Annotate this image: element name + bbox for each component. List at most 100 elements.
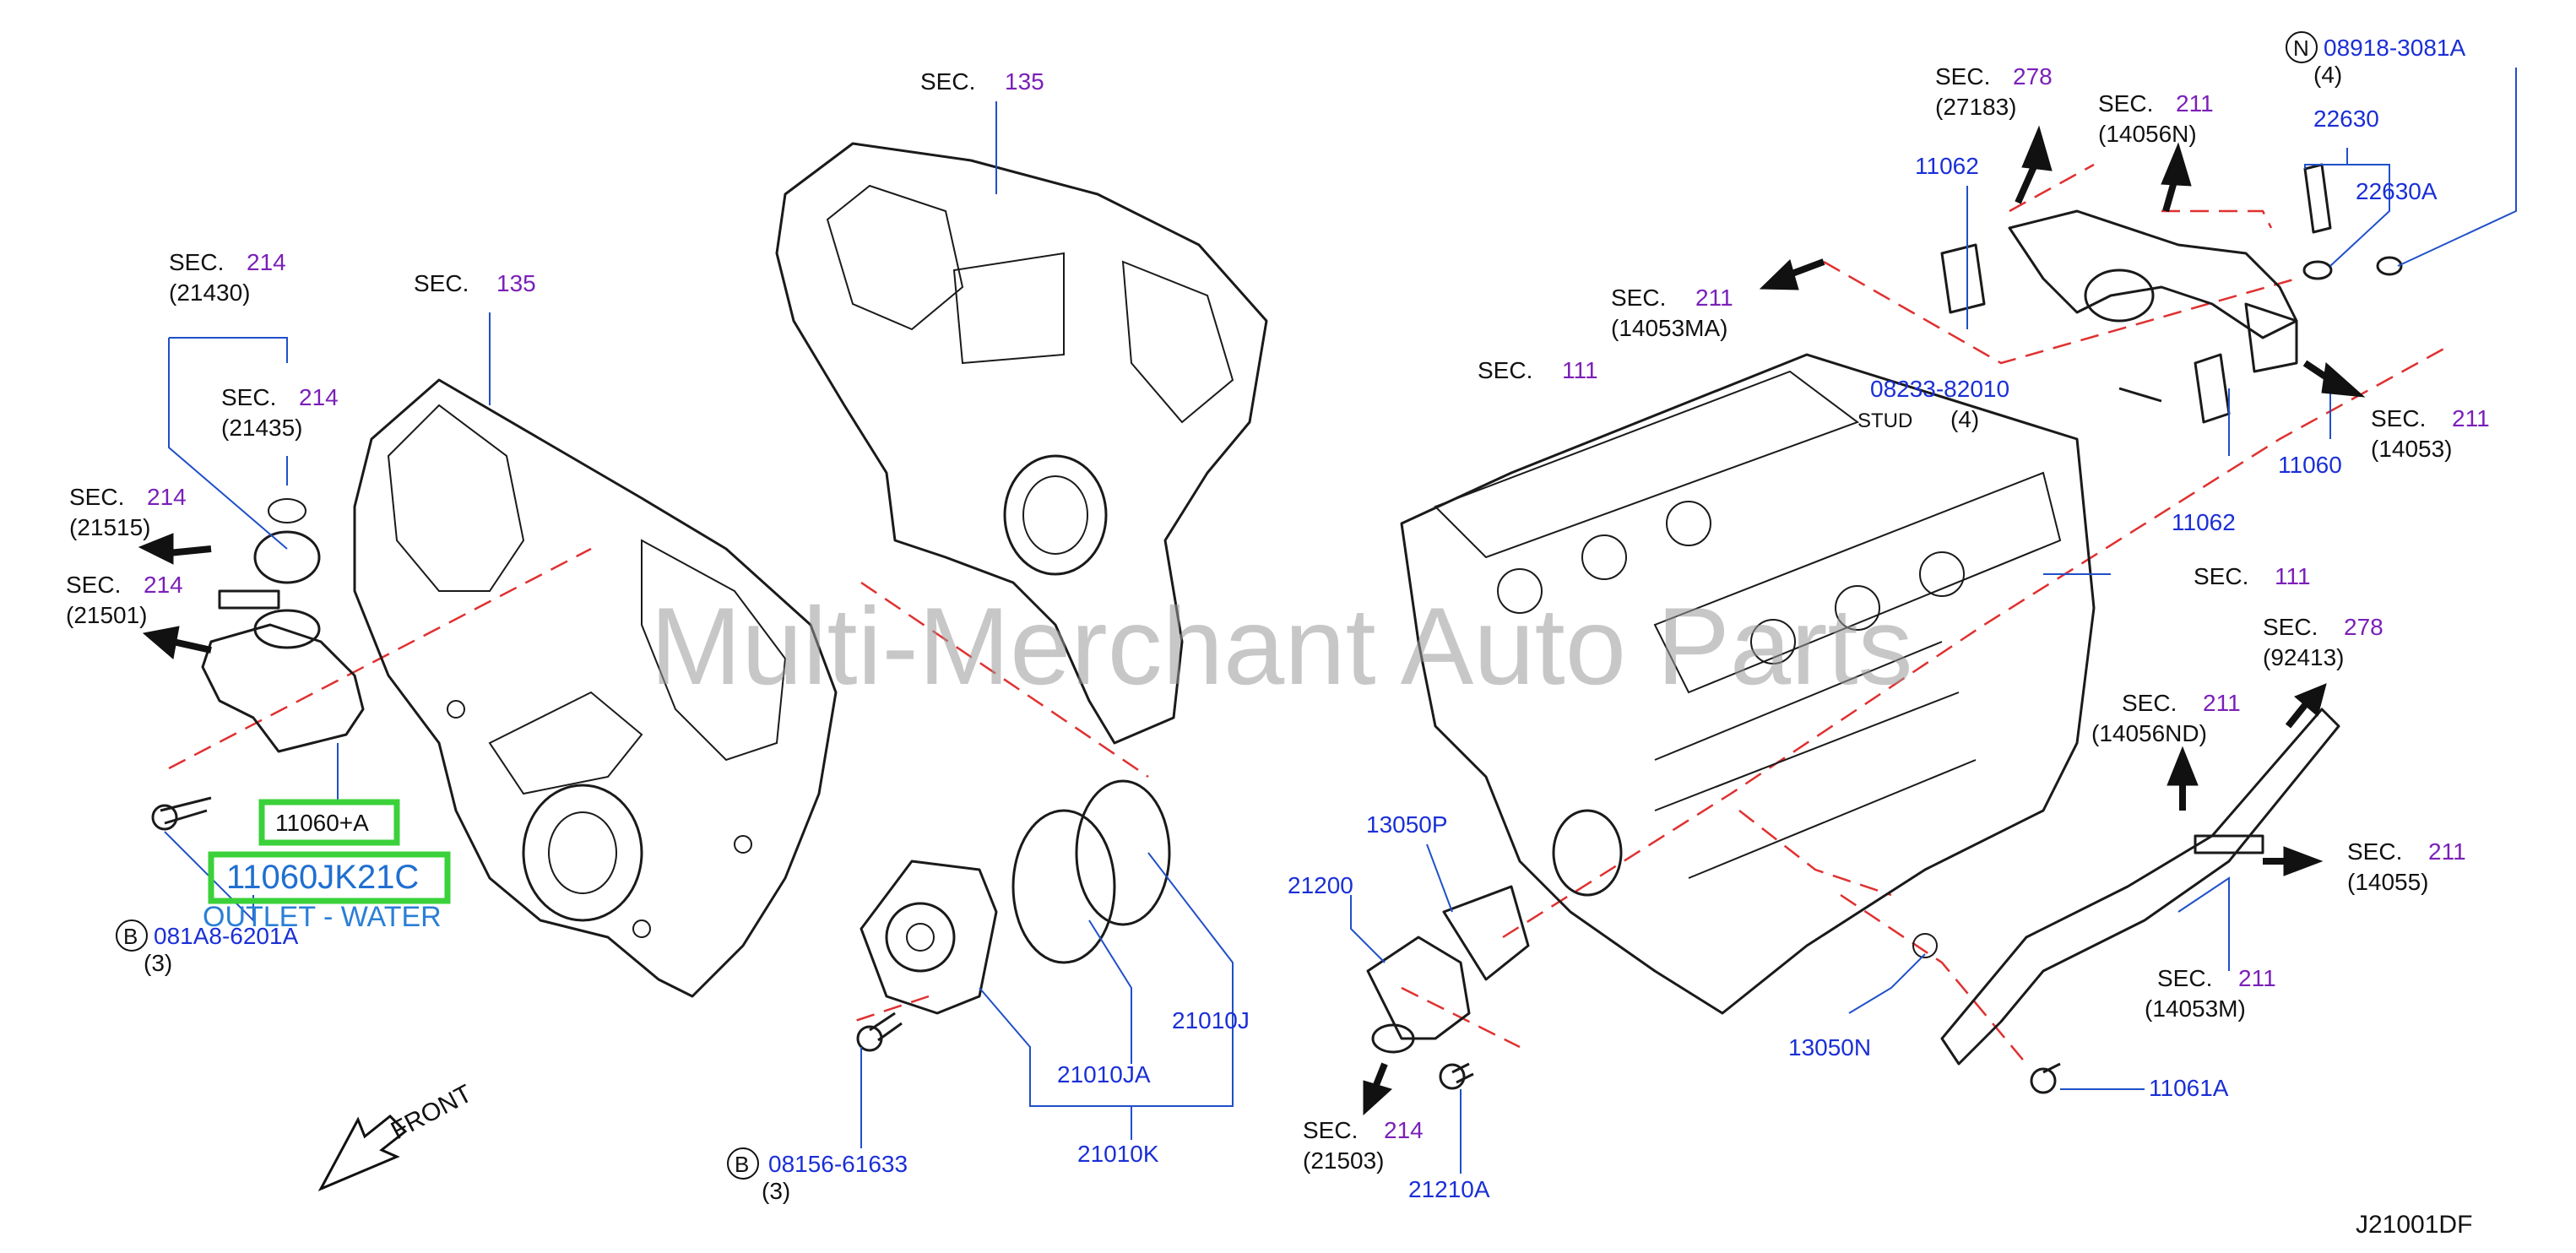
- arrow-14056N: [2161, 142, 2192, 213]
- sec-number[interactable]: 135: [496, 270, 536, 296]
- part-label-11060[interactable]: 11060: [2278, 452, 2342, 478]
- sec-word: SEC.: [920, 68, 975, 95]
- sec-label: SEC. 214 (21503): [1303, 1117, 1424, 1174]
- sec-number[interactable]: 278: [2013, 63, 2053, 90]
- sec-label: SEC. 278 (27183): [1935, 63, 2053, 120]
- temperature-sensor: [2302, 163, 2403, 280]
- sec-number[interactable]: 214: [147, 484, 187, 510]
- part-quantity: (3): [762, 1178, 790, 1204]
- part-label-21010JA[interactable]: 21010JA: [1057, 1061, 1151, 1088]
- sec-ref: (21503): [1303, 1147, 1385, 1174]
- part-label-21210A[interactable]: 21210A: [1408, 1176, 1490, 1202]
- water-pump: [860, 779, 1171, 1015]
- bolt-callout-b2: B 08156-61633 (3): [727, 1147, 908, 1204]
- sec-ref: (14056ND): [2091, 720, 2207, 746]
- sec-word: SEC.: [2347, 838, 2402, 865]
- sec-number[interactable]: 135: [1005, 68, 1044, 95]
- thermostat-housing: [201, 498, 365, 753]
- sec-ref: (92413): [2263, 644, 2345, 670]
- sec-word: SEC.: [169, 249, 224, 275]
- part-label-11060JK21C[interactable]: 11060JK21C: [226, 859, 419, 896]
- part-label-11062[interactable]: 11062: [2172, 509, 2236, 535]
- sec-number[interactable]: 214: [144, 572, 183, 598]
- arrow-21503: [1363, 1062, 1392, 1116]
- sec-ref: (14053MA): [1611, 315, 1728, 341]
- part-label-21010J[interactable]: 21010J: [1172, 1007, 1250, 1033]
- sec-label: SEC. 214 (21430): [169, 249, 286, 306]
- arrow-14053MA: [1759, 258, 1825, 290]
- sec-number[interactable]: 211: [2238, 965, 2276, 991]
- sec-word: SEC.: [2157, 965, 2212, 991]
- highlight-11060JK21C: [208, 851, 451, 904]
- sec-word: SEC.: [1935, 63, 1990, 90]
- sec-number[interactable]: 211: [2176, 90, 2214, 117]
- sec-label: SEC. 214 (21435): [221, 384, 339, 441]
- part-label-22630[interactable]: 22630: [2313, 106, 2379, 132]
- part-label-08918-3081A[interactable]: 08918-3081A: [2324, 35, 2465, 61]
- part-label-13050P[interactable]: 13050P: [1366, 811, 1448, 838]
- watermark: Multi-Merchant Auto Parts: [650, 584, 1913, 708]
- bolts: [151, 387, 2162, 1094]
- diagram-code: J21001DF: [2356, 1211, 2472, 1239]
- sec-word: SEC.: [1303, 1117, 1358, 1143]
- part-label-11062[interactable]: 11062: [1915, 153, 1979, 179]
- sec-label: SEC. 211 (14056N): [2098, 90, 2214, 147]
- sec-number[interactable]: 278: [2344, 614, 2383, 640]
- part-label-081A8-6201A[interactable]: 081A8-6201A: [154, 923, 299, 949]
- part-label-11061A[interactable]: 11061A: [2149, 1075, 2229, 1101]
- part-quantity: (4): [1950, 406, 1979, 432]
- sec-number[interactable]: 211: [2452, 405, 2490, 431]
- sec-ref: (14053M): [2145, 995, 2246, 1022]
- sec-ref: (14056N): [2098, 121, 2197, 147]
- bypass-pipe: [1940, 708, 2340, 1066]
- sec-label: SEC. 214 (21501): [66, 572, 183, 628]
- sec-ref: (14053): [2371, 436, 2453, 462]
- sec-number[interactable]: 214: [299, 384, 339, 410]
- sec-word: SEC.: [2371, 405, 2426, 431]
- sec-word: SEC.: [414, 270, 469, 296]
- arrow-21501: [142, 626, 212, 659]
- sec-word: SEC.: [2098, 90, 2153, 117]
- sec-word: SEC.: [2122, 690, 2177, 716]
- part-label-13050N[interactable]: 13050N: [1788, 1034, 1871, 1060]
- sec-label: SEC. 278 (92413): [2263, 614, 2383, 670]
- sec-word: SEC.: [66, 572, 121, 598]
- arrow-14055: [2263, 846, 2324, 876]
- sec-word: SEC.: [221, 384, 276, 410]
- arrow-27183: [2015, 125, 2053, 204]
- sec-ref: (21501): [66, 602, 148, 628]
- sec-word: SEC.: [2263, 614, 2318, 640]
- sec-number[interactable]: 211: [2203, 690, 2241, 716]
- center-lines: [168, 163, 2449, 1065]
- part-quantity: (4): [2313, 62, 2342, 88]
- sec-number[interactable]: 214: [247, 249, 286, 275]
- b-marker: B: [735, 1152, 749, 1177]
- front-timing-cover: [353, 378, 838, 998]
- sec-ref: (14055): [2347, 869, 2429, 895]
- sec-label: SEC. 135: [414, 270, 536, 296]
- sec-label: SEC. 211 (14055): [2347, 838, 2466, 895]
- bolt-callout-b1: B 081A8-6201A (3): [116, 919, 299, 976]
- leader-lines: [164, 68, 2517, 1174]
- sec-word: SEC.: [69, 484, 124, 510]
- sec-number[interactable]: 214: [1384, 1117, 1424, 1143]
- part-label-08233-82010[interactable]: 08233-82010: [1870, 376, 2009, 402]
- part-label-21200[interactable]: 21200: [1288, 872, 1353, 898]
- sec-number[interactable]: 111: [1562, 357, 1598, 383]
- b-marker: B: [123, 924, 138, 949]
- water-inlet-housing: [1366, 885, 1938, 1054]
- sec-number[interactable]: 211: [1695, 285, 1733, 311]
- part-label-08156-61633[interactable]: 08156-61633: [768, 1151, 908, 1177]
- part-label-22630A[interactable]: 22630A: [2356, 178, 2438, 204]
- sec-label: SEC. 211 (14053): [2371, 405, 2490, 462]
- arrow-21515: [138, 533, 212, 565]
- part-label-11060A[interactable]: 11060+A: [275, 810, 369, 836]
- arrow-14053: [2302, 360, 2366, 398]
- sec-number[interactable]: 111: [2275, 563, 2311, 589]
- front-arrow: [317, 1114, 408, 1192]
- engine-block: [1400, 353, 2096, 1015]
- sec-number[interactable]: 211: [2428, 838, 2466, 865]
- part-label-21010K[interactable]: 21010K: [1077, 1141, 1159, 1167]
- sec-ref: (21515): [69, 514, 151, 540]
- front-label: FRONT: [387, 1080, 477, 1146]
